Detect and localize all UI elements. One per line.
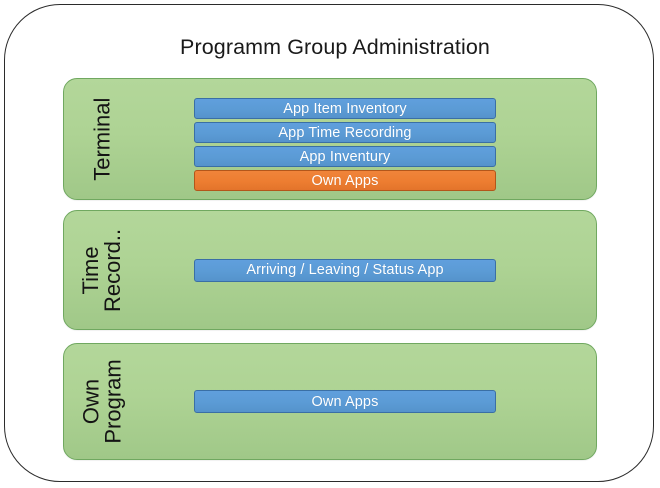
group-label-line: Terminal	[89, 97, 115, 181]
app-bar-label: App Time Recording	[278, 124, 412, 141]
app-bar-label: Arriving / Leaving / Status App	[246, 262, 444, 278]
app-bar-arriving-leaving-status-app[interactable]: Arriving / Leaving / Status App	[194, 258, 496, 282]
group-label-own-program: Own Program	[64, 344, 142, 459]
group-label-line: Record..	[101, 228, 126, 312]
group-label-terminal: Terminal	[64, 79, 142, 199]
app-bar-label: App Item Inventory	[283, 100, 407, 117]
app-bar-label: Own Apps	[311, 393, 379, 410]
app-bar-own-apps-terminal[interactable]: Own Apps	[194, 170, 496, 191]
app-bar-own-apps-own-program[interactable]: Own Apps	[194, 390, 496, 413]
app-bar-list-own-program: Own Apps	[194, 344, 496, 459]
app-bar-label: App Inventury	[299, 148, 391, 165]
group-label-time-recording: Time Record..	[64, 211, 142, 329]
group-label-line: Own	[78, 378, 104, 425]
app-bar-list-terminal: App Item Inventory App Time Recording Ap…	[194, 79, 496, 218]
group-panel-own-program: Own Program Own Apps	[63, 343, 597, 460]
diagram-outer-frame: Programm Group Administration Terminal A…	[4, 4, 654, 482]
app-bar-app-item-inventory[interactable]: App Item Inventory	[194, 98, 496, 119]
group-panel-terminal: Terminal App Item Inventory App Time Rec…	[63, 78, 597, 200]
page-title: Programm Group Administration	[180, 35, 490, 59]
group-panel-time-recording: Time Record.. Arriving / Leaving / Statu…	[63, 210, 597, 330]
app-bar-app-time-recording[interactable]: App Time Recording	[194, 122, 496, 143]
app-bar-label: Own Apps	[311, 172, 379, 189]
app-bar-app-inventury[interactable]: App Inventury	[194, 146, 496, 167]
group-label-line: Program	[101, 359, 127, 444]
app-bar-list-time-recording: Arriving / Leaving / Status App	[194, 211, 496, 329]
